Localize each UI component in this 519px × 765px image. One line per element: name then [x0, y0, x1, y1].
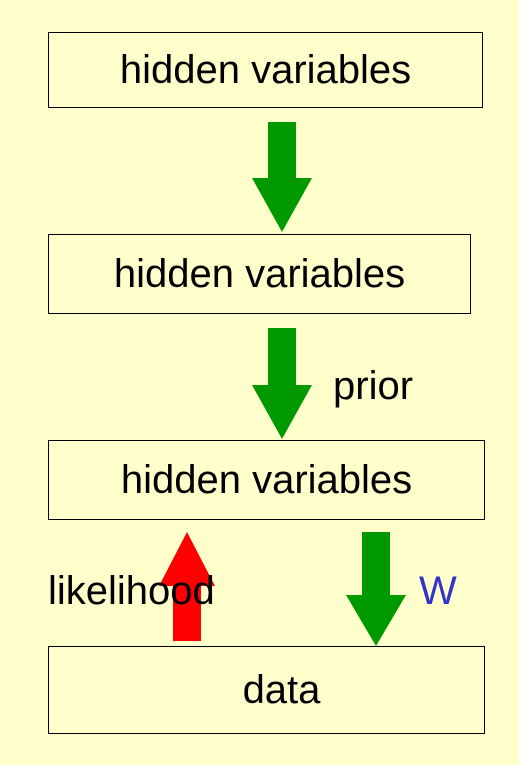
down-arrow-1 — [252, 122, 312, 232]
likelihood-label: likelihood — [48, 569, 215, 613]
w-label: W — [419, 569, 457, 613]
data-box: data — [48, 646, 485, 734]
up-arrow-likelihood — [159, 532, 215, 641]
hidden-variables-box-3: hidden variables — [48, 440, 485, 520]
hidden-variables-box-2: hidden variables — [48, 234, 471, 314]
hidden-variables-box-1: hidden variables — [48, 32, 483, 108]
prior-label: prior — [333, 364, 414, 408]
down-arrow-2 — [252, 328, 312, 439]
down-arrow-w — [346, 532, 406, 646]
